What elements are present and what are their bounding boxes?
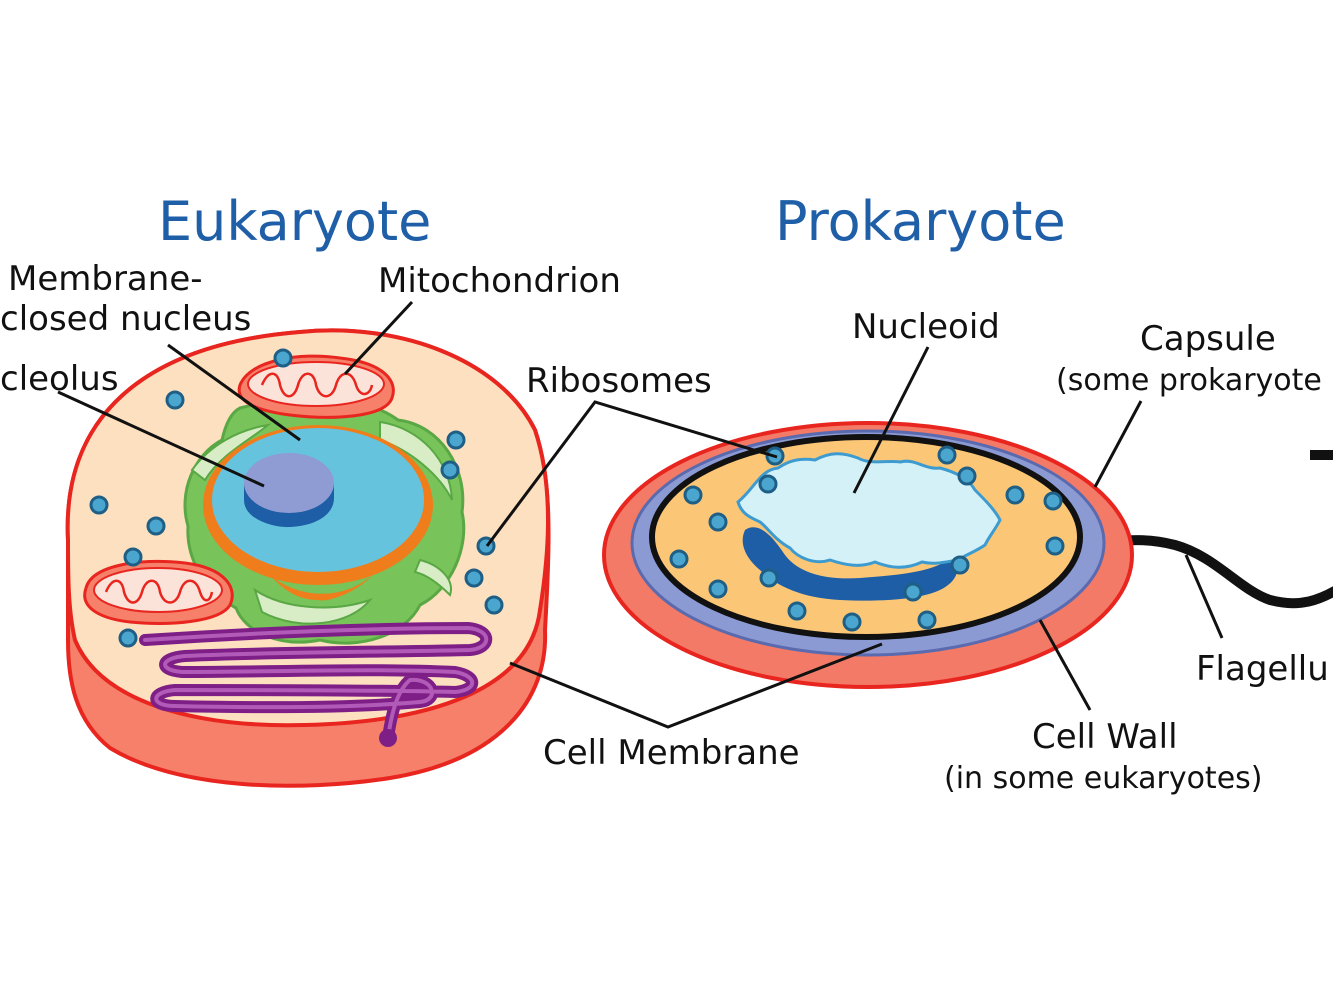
prokaryote-title: Prokaryote — [775, 190, 1066, 253]
label-ribosomes: Ribosomes — [526, 361, 712, 401]
label-nucleolus: cleolus — [0, 359, 119, 399]
ribosome — [484, 595, 504, 615]
nucleoid-dark — [742, 527, 958, 601]
leader-nucleolus — [57, 390, 265, 488]
leader-mitochondrion — [343, 300, 414, 376]
er-lumen-3 — [253, 587, 373, 625]
er-lumen-4 — [413, 558, 452, 597]
ribosome — [669, 549, 689, 569]
ribosome — [759, 568, 779, 588]
label-cell-wall-note: (in some eukaryotes) — [944, 761, 1263, 796]
nuclear-envelope-lower — [270, 575, 372, 601]
label-flagellum: Flagellu — [1196, 649, 1329, 689]
ribosome — [464, 568, 484, 588]
ribosome — [440, 460, 460, 480]
leader-membrane-nucleus — [167, 343, 301, 442]
golgi-apparatus-inner — [143, 626, 489, 740]
ribosome — [446, 430, 466, 450]
label-nucleoid: Nucleoid — [852, 307, 1000, 347]
leader-ribosomes — [485, 400, 778, 547]
golgi-end — [379, 729, 397, 747]
ribosome — [917, 610, 937, 630]
ribosome — [1005, 485, 1025, 505]
ribosome — [118, 628, 138, 648]
nucleoid — [736, 452, 1002, 569]
label-membrane-nucleus-line1: Membrane- — [8, 259, 203, 299]
label-capsule-note: (some prokaryote — [1056, 363, 1322, 398]
mitochondrion-top — [237, 354, 395, 419]
ribosome — [842, 612, 862, 632]
ribosome — [957, 466, 977, 486]
mitochondrion-left — [83, 559, 234, 625]
nucleolus — [244, 453, 334, 513]
ribosome — [89, 495, 109, 515]
leader-cell-membrane — [509, 642, 883, 729]
ribosome — [683, 485, 703, 505]
ribosome — [1043, 491, 1063, 511]
ribosome — [165, 390, 185, 410]
leader-lines — [57, 300, 1224, 729]
label-mitochondrion: Mitochondrion — [378, 261, 621, 301]
ribosome — [937, 445, 957, 465]
ribosome — [146, 516, 166, 536]
eukaryote-ribosomes — [89, 348, 504, 648]
prokaryote-cell — [602, 421, 1333, 689]
ribosome — [950, 555, 970, 575]
ribosome — [1045, 536, 1065, 556]
label-cell-wall: Cell Wall — [1032, 717, 1178, 757]
label-capsule: Capsule — [1140, 319, 1276, 359]
leader-nucleoid — [852, 346, 930, 494]
leader-cell-wall — [1038, 619, 1092, 711]
ribosome — [903, 582, 923, 602]
ribosome — [787, 601, 807, 621]
eukaryote-title: Eukaryote — [158, 190, 431, 253]
label-membrane-nucleus-line2: closed nucleus — [0, 299, 251, 339]
ribosome — [273, 348, 293, 368]
er-lumen-2 — [379, 420, 453, 501]
leader-capsule — [1093, 400, 1143, 488]
ribosome — [758, 474, 778, 494]
ribosome — [708, 579, 728, 599]
eukaryote-cell — [65, 328, 551, 788]
label-cell-membrane: Cell Membrane — [543, 733, 800, 773]
ribosome — [708, 512, 728, 532]
leader-flagellum — [1184, 554, 1224, 639]
prokaryote-ribosomes — [669, 445, 1065, 632]
ribosome — [123, 547, 143, 567]
